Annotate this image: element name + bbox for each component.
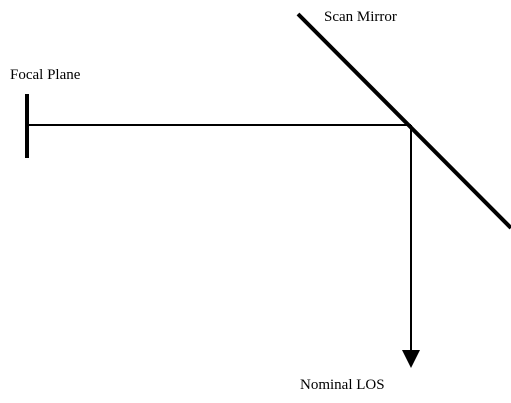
scan-mirror-label: Scan Mirror [324, 9, 397, 25]
nominal-los-label: Nominal LOS [300, 377, 385, 393]
focal-plane-label: Focal Plane [10, 67, 81, 83]
scan-mirror [296, 12, 511, 230]
los-arrowhead [402, 350, 420, 368]
